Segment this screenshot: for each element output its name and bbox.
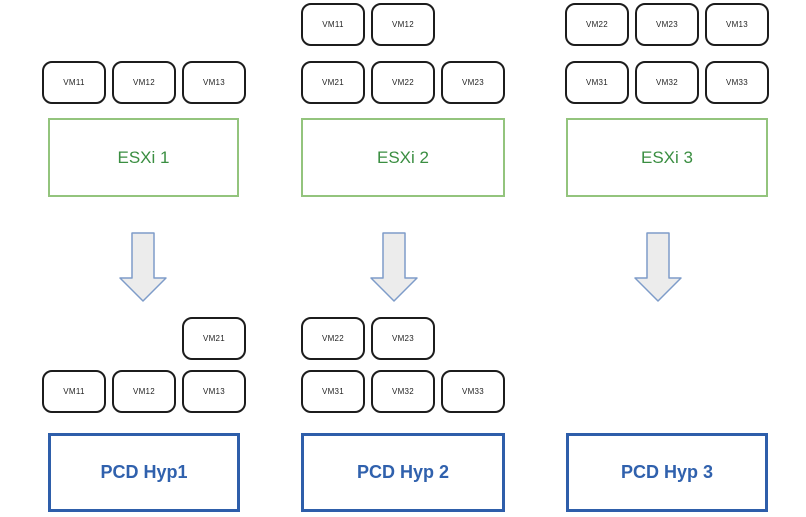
esxi-host-label: ESXi 3 — [641, 147, 693, 167]
vm-box: VM13 — [182, 370, 246, 413]
vm-label: VM22 — [391, 78, 415, 87]
vm-label: VM33 — [725, 78, 749, 87]
vm-label: VM23 — [461, 78, 485, 87]
esxi-host-box: ESXi 2 — [301, 118, 505, 197]
pcd-host-box: PCD Hyp 2 — [301, 433, 505, 512]
vm-label: VM13 — [202, 78, 226, 87]
vm-box: VM11 — [42, 61, 106, 104]
vm-label: VM12 — [132, 387, 156, 396]
migration-arrow-icon — [634, 232, 682, 302]
vm-box: VM11 — [301, 3, 365, 46]
esxi-host-label: ESXi 1 — [117, 147, 170, 167]
vm-box: VM21 — [182, 317, 246, 360]
vm-label: VM32 — [655, 78, 679, 87]
vm-label: VM11 — [63, 387, 85, 396]
vm-box: VM12 — [112, 61, 176, 104]
vm-box: VM23 — [371, 317, 435, 360]
vm-box: VM12 — [371, 3, 435, 46]
pcd-host-box: PCD Hyp 3 — [566, 433, 768, 512]
vm-box: VM22 — [371, 61, 435, 104]
vm-label: VM31 — [585, 78, 609, 87]
vm-box: VM11 — [42, 370, 106, 413]
vm-box: VM12 — [112, 370, 176, 413]
vm-box: VM22 — [565, 3, 629, 46]
vm-label: VM23 — [391, 334, 415, 343]
vm-box: VM21 — [301, 61, 365, 104]
vm-box: VM13 — [182, 61, 246, 104]
vm-box: VM32 — [635, 61, 699, 104]
migration-arrow-icon — [370, 232, 418, 302]
vm-box: VM33 — [441, 370, 505, 413]
vm-box: VM31 — [301, 370, 365, 413]
pcd-host-label: PCD Hyp 2 — [356, 462, 450, 482]
vm-label: VM22 — [321, 334, 345, 343]
vm-label: VM21 — [321, 78, 345, 87]
vm-box: VM33 — [705, 61, 769, 104]
vm-label: VM11 — [63, 78, 85, 87]
vm-box: VM13 — [705, 3, 769, 46]
vm-label: VM32 — [391, 387, 415, 396]
pcd-host-box: PCD Hyp1 — [48, 433, 240, 512]
vm-box: VM32 — [371, 370, 435, 413]
pcd-host-label: PCD Hyp 3 — [620, 462, 714, 482]
vm-label: VM11 — [322, 20, 344, 29]
migration-arrow-icon — [119, 232, 167, 302]
vm-label: VM22 — [585, 20, 609, 29]
pcd-host-label: PCD Hyp1 — [100, 462, 188, 482]
vm-label: VM33 — [461, 387, 485, 396]
esxi-host-box: ESXi 3 — [566, 118, 768, 197]
vm-label: VM12 — [391, 20, 415, 29]
vm-label: VM23 — [655, 20, 679, 29]
vm-label: VM13 — [202, 387, 226, 396]
vm-label: VM13 — [725, 20, 749, 29]
vm-box: VM23 — [441, 61, 505, 104]
vm-box: VM22 — [301, 317, 365, 360]
vm-label: VM31 — [321, 387, 345, 396]
esxi-host-box: ESXi 1 — [48, 118, 239, 197]
vm-box: VM23 — [635, 3, 699, 46]
esxi-host-label: ESXi 2 — [377, 147, 429, 167]
vm-box: VM31 — [565, 61, 629, 104]
vm-label: VM12 — [132, 78, 156, 87]
vm-label: VM21 — [202, 334, 226, 343]
